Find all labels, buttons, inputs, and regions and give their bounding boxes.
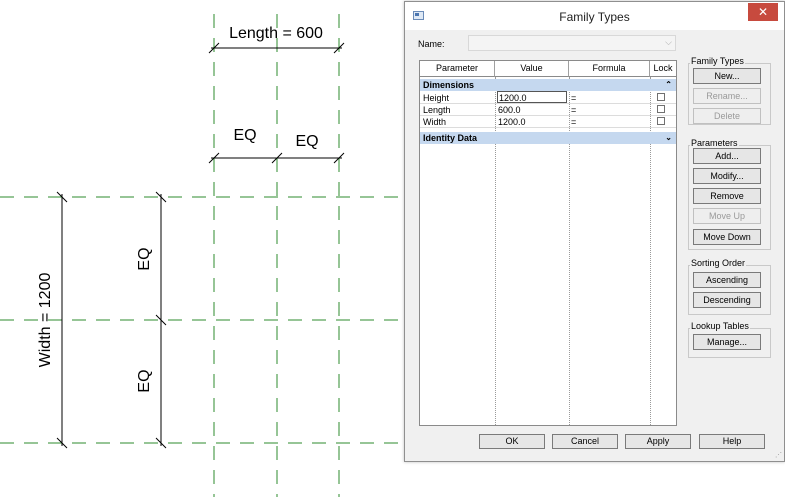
column-header-formula[interactable]: Formula bbox=[569, 61, 650, 77]
group-label: Identity Data bbox=[423, 133, 478, 143]
app-icon bbox=[413, 11, 424, 20]
collapse-icon[interactable]: ⌃ bbox=[665, 80, 672, 89]
group-identity-data[interactable]: Identity Data ⌄ bbox=[420, 132, 676, 144]
value-input[interactable]: 1200.0 bbox=[497, 91, 567, 103]
close-icon: ✕ bbox=[757, 5, 769, 19]
lock-checkbox[interactable] bbox=[657, 93, 665, 101]
modify-parameter-button[interactable]: Modify... bbox=[693, 168, 761, 184]
close-button[interactable]: ✕ bbox=[748, 3, 778, 21]
dialog-titlebar[interactable]: Family Types ✕ bbox=[405, 2, 784, 30]
formula-input[interactable]: = bbox=[571, 117, 577, 127]
chevron-down-icon: ⌵ bbox=[665, 37, 672, 47]
eq-label-right: EQ bbox=[295, 133, 318, 150]
ascending-button[interactable]: Ascending bbox=[693, 272, 761, 288]
eq-label-lower: EQ bbox=[136, 369, 153, 392]
width-dimension-label: Width = 1200 bbox=[37, 273, 54, 368]
name-label: Name: bbox=[418, 39, 445, 49]
group-dimensions[interactable]: Dimensions ⌃ bbox=[420, 79, 676, 91]
column-header-lock[interactable]: Lock bbox=[650, 61, 676, 77]
resize-grip-icon[interactable]: ⋰ bbox=[775, 452, 782, 459]
name-dropdown[interactable]: ⌵ bbox=[468, 35, 676, 51]
column-header-value[interactable]: Value bbox=[495, 61, 569, 77]
parameter-name: Width bbox=[423, 117, 447, 127]
parameter-name: Height bbox=[423, 93, 450, 103]
formula-input[interactable]: = bbox=[571, 93, 577, 103]
descending-button[interactable]: Descending bbox=[693, 292, 761, 308]
value-input[interactable]: 600.0 bbox=[498, 105, 521, 115]
lock-checkbox[interactable] bbox=[657, 117, 665, 125]
lookup-tables-label: Lookup Tables bbox=[690, 321, 750, 331]
help-button[interactable]: Help bbox=[699, 434, 765, 449]
value-input[interactable]: 1200.0 bbox=[498, 117, 526, 127]
add-parameter-button[interactable]: Add... bbox=[693, 148, 761, 164]
move-up-button[interactable]: Move Up bbox=[693, 208, 761, 224]
table-row[interactable]: Width 1200.0 = bbox=[420, 116, 676, 128]
formula-input[interactable]: = bbox=[571, 105, 577, 115]
family-types-dialog: Family Types ✕ Name: ⌵ Parameter Value F… bbox=[404, 1, 785, 462]
remove-parameter-button[interactable]: Remove bbox=[693, 188, 761, 204]
new-type-button[interactable]: New... bbox=[693, 68, 761, 84]
group-label: Dimensions bbox=[423, 80, 475, 90]
column-header-parameter[interactable]: Parameter bbox=[420, 61, 495, 77]
parameters-label: Parameters bbox=[690, 138, 739, 148]
lock-checkbox[interactable] bbox=[657, 105, 665, 113]
delete-type-button[interactable]: Delete bbox=[693, 108, 761, 124]
table-row[interactable]: Height 1200.0 = bbox=[420, 91, 676, 104]
move-down-button[interactable]: Move Down bbox=[693, 229, 761, 245]
apply-button[interactable]: Apply bbox=[625, 434, 691, 449]
length-dimension-label: Length = 600 bbox=[229, 25, 323, 42]
cancel-button[interactable]: Cancel bbox=[552, 434, 618, 449]
eq-label-upper: EQ bbox=[136, 247, 153, 270]
ok-button[interactable]: OK bbox=[479, 434, 545, 449]
sorting-order-label: Sorting Order bbox=[690, 258, 747, 268]
table-row[interactable]: Length 600.0 = bbox=[420, 104, 676, 116]
dialog-title: Family Types bbox=[559, 10, 630, 24]
parameters-grid: Parameter Value Formula Lock Dimensions … bbox=[419, 60, 677, 426]
parameter-name: Length bbox=[423, 105, 451, 115]
rename-type-button[interactable]: Rename... bbox=[693, 88, 761, 104]
eq-label-left: EQ bbox=[233, 127, 256, 144]
expand-icon[interactable]: ⌄ bbox=[665, 133, 672, 142]
manage-lookup-button[interactable]: Manage... bbox=[693, 334, 761, 350]
family-types-label: Family Types bbox=[690, 56, 745, 66]
